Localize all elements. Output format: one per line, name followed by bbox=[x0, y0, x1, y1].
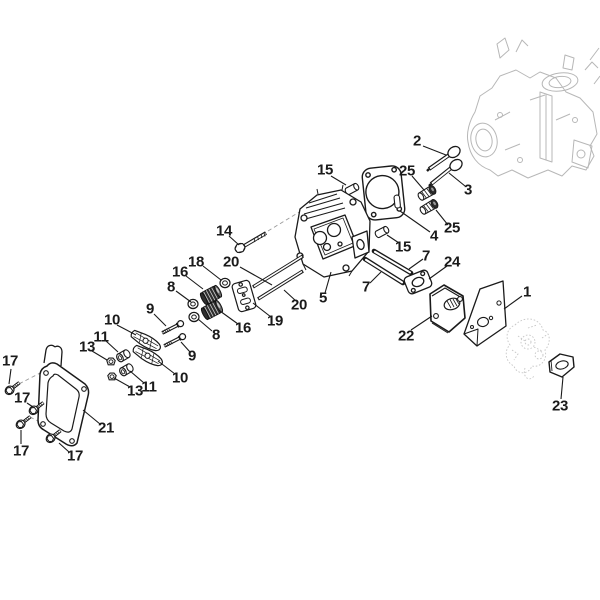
leader-line-17 bbox=[26, 402, 34, 408]
callout-20[interactable]: 20 bbox=[222, 253, 240, 271]
leader-line-18 bbox=[202, 265, 222, 281]
callout-14[interactable]: 14 bbox=[215, 222, 233, 240]
callout-7-2[interactable]: 7 bbox=[361, 278, 371, 296]
pivot-nut-1 bbox=[114, 348, 133, 364]
dowel-pin-2 bbox=[373, 225, 391, 239]
leader-line-20 bbox=[283, 289, 297, 302]
valve-intake bbox=[426, 145, 461, 172]
callout-19[interactable]: 19 bbox=[266, 312, 284, 330]
valve-cover-studs bbox=[252, 254, 304, 301]
pivot-nut-2 bbox=[117, 362, 136, 378]
callout-13-2[interactable]: 13 bbox=[126, 382, 144, 400]
callout-21[interactable]: 21 bbox=[97, 419, 115, 437]
callout-22[interactable]: 22 bbox=[397, 327, 415, 345]
leader-line-1 bbox=[503, 295, 523, 310]
callout-5[interactable]: 5 bbox=[318, 289, 328, 307]
valve-cover bbox=[37, 344, 90, 447]
callout-18[interactable]: 18 bbox=[187, 253, 205, 271]
pivot-stud-2 bbox=[161, 330, 189, 351]
carburetor-sketch bbox=[505, 318, 550, 380]
gasket-sheet bbox=[463, 280, 507, 347]
leader-line-24 bbox=[428, 265, 448, 280]
leader-line-25 bbox=[435, 209, 449, 226]
valve-spring-2 bbox=[418, 197, 440, 217]
callout-8-2[interactable]: 8 bbox=[211, 326, 221, 344]
leader-line-10 bbox=[157, 360, 176, 375]
callout-17[interactable]: 17 bbox=[1, 352, 19, 370]
head-bolt bbox=[234, 231, 267, 254]
leader-lines bbox=[8, 145, 564, 453]
leader-line-7 bbox=[369, 271, 382, 284]
callout-4[interactable]: 4 bbox=[429, 227, 439, 245]
callout-20-2[interactable]: 20 bbox=[290, 296, 308, 314]
washer-2 bbox=[188, 311, 200, 323]
leader-line-11 bbox=[105, 340, 119, 353]
callout-17-3[interactable]: 17 bbox=[12, 442, 30, 460]
callout-2[interactable]: 2 bbox=[412, 132, 422, 150]
callout-15-2[interactable]: 15 bbox=[394, 238, 412, 256]
leader-line-9 bbox=[153, 313, 167, 327]
callout-8[interactable]: 8 bbox=[166, 278, 176, 296]
jam-nut-1 bbox=[106, 357, 116, 366]
intake-flange bbox=[548, 353, 575, 378]
callout-7[interactable]: 7 bbox=[421, 247, 431, 265]
leader-line-17 bbox=[8, 368, 12, 385]
leader-line-13 bbox=[91, 350, 108, 361]
leader-line-22 bbox=[410, 315, 433, 331]
leader-line-16 bbox=[219, 310, 239, 325]
callout-17-4[interactable]: 17 bbox=[66, 447, 84, 465]
leader-line-8 bbox=[197, 318, 213, 332]
leader-line-3 bbox=[448, 172, 466, 187]
callout-16-2[interactable]: 16 bbox=[234, 319, 252, 337]
callout-10[interactable]: 10 bbox=[103, 311, 121, 329]
callout-1[interactable]: 1 bbox=[522, 283, 532, 301]
muffler bbox=[429, 284, 466, 334]
callout-11-2[interactable]: 11 bbox=[141, 378, 157, 396]
exhaust-gasket bbox=[403, 269, 433, 295]
leader-line-8 bbox=[175, 290, 192, 303]
callout-16[interactable]: 16 bbox=[171, 263, 189, 281]
leader-line-10 bbox=[116, 324, 137, 336]
head-gasket bbox=[361, 165, 406, 221]
leader-line-9 bbox=[180, 341, 191, 353]
leader-line-15 bbox=[386, 234, 400, 244]
valve-exhaust bbox=[428, 158, 463, 187]
callout-25-2[interactable]: 25 bbox=[443, 219, 461, 237]
callout-23[interactable]: 23 bbox=[551, 397, 569, 415]
leader-line-23 bbox=[560, 376, 564, 400]
leader-line-5 bbox=[324, 271, 332, 294]
leader-line-14 bbox=[228, 235, 240, 246]
leader-line-2 bbox=[422, 145, 447, 156]
leader-line-4 bbox=[399, 210, 431, 233]
leader-line-20 bbox=[239, 266, 273, 286]
leader-line-19 bbox=[252, 302, 272, 318]
pivot-stud-1 bbox=[159, 317, 187, 338]
push-rods bbox=[362, 248, 414, 286]
bushing bbox=[219, 277, 231, 289]
cover-bolt-3 bbox=[12, 411, 35, 433]
callout-9[interactable]: 9 bbox=[145, 300, 155, 318]
leader-line-25 bbox=[411, 175, 425, 191]
engine-block-sketch bbox=[467, 37, 600, 179]
leader-line-7 bbox=[408, 258, 424, 270]
callout-25[interactable]: 25 bbox=[398, 162, 416, 180]
callout-15[interactable]: 15 bbox=[316, 161, 334, 179]
leader-line-16 bbox=[185, 275, 204, 290]
callout-9-2[interactable]: 9 bbox=[187, 347, 197, 365]
guide-plate bbox=[231, 279, 257, 313]
callout-3[interactable]: 3 bbox=[463, 181, 473, 199]
leader-line-17 bbox=[58, 442, 70, 453]
cylinder-head bbox=[294, 184, 371, 278]
leader-line-11 bbox=[129, 370, 145, 384]
callout-17-2[interactable]: 17 bbox=[13, 389, 31, 407]
leader-line-13 bbox=[113, 377, 131, 388]
callout-13[interactable]: 13 bbox=[78, 338, 96, 356]
leader-line-21 bbox=[82, 409, 101, 425]
leader-line-15 bbox=[330, 175, 347, 186]
callout-10-2[interactable]: 10 bbox=[171, 369, 189, 387]
callout-11[interactable]: 11 bbox=[93, 328, 109, 346]
callout-24[interactable]: 24 bbox=[443, 253, 461, 271]
